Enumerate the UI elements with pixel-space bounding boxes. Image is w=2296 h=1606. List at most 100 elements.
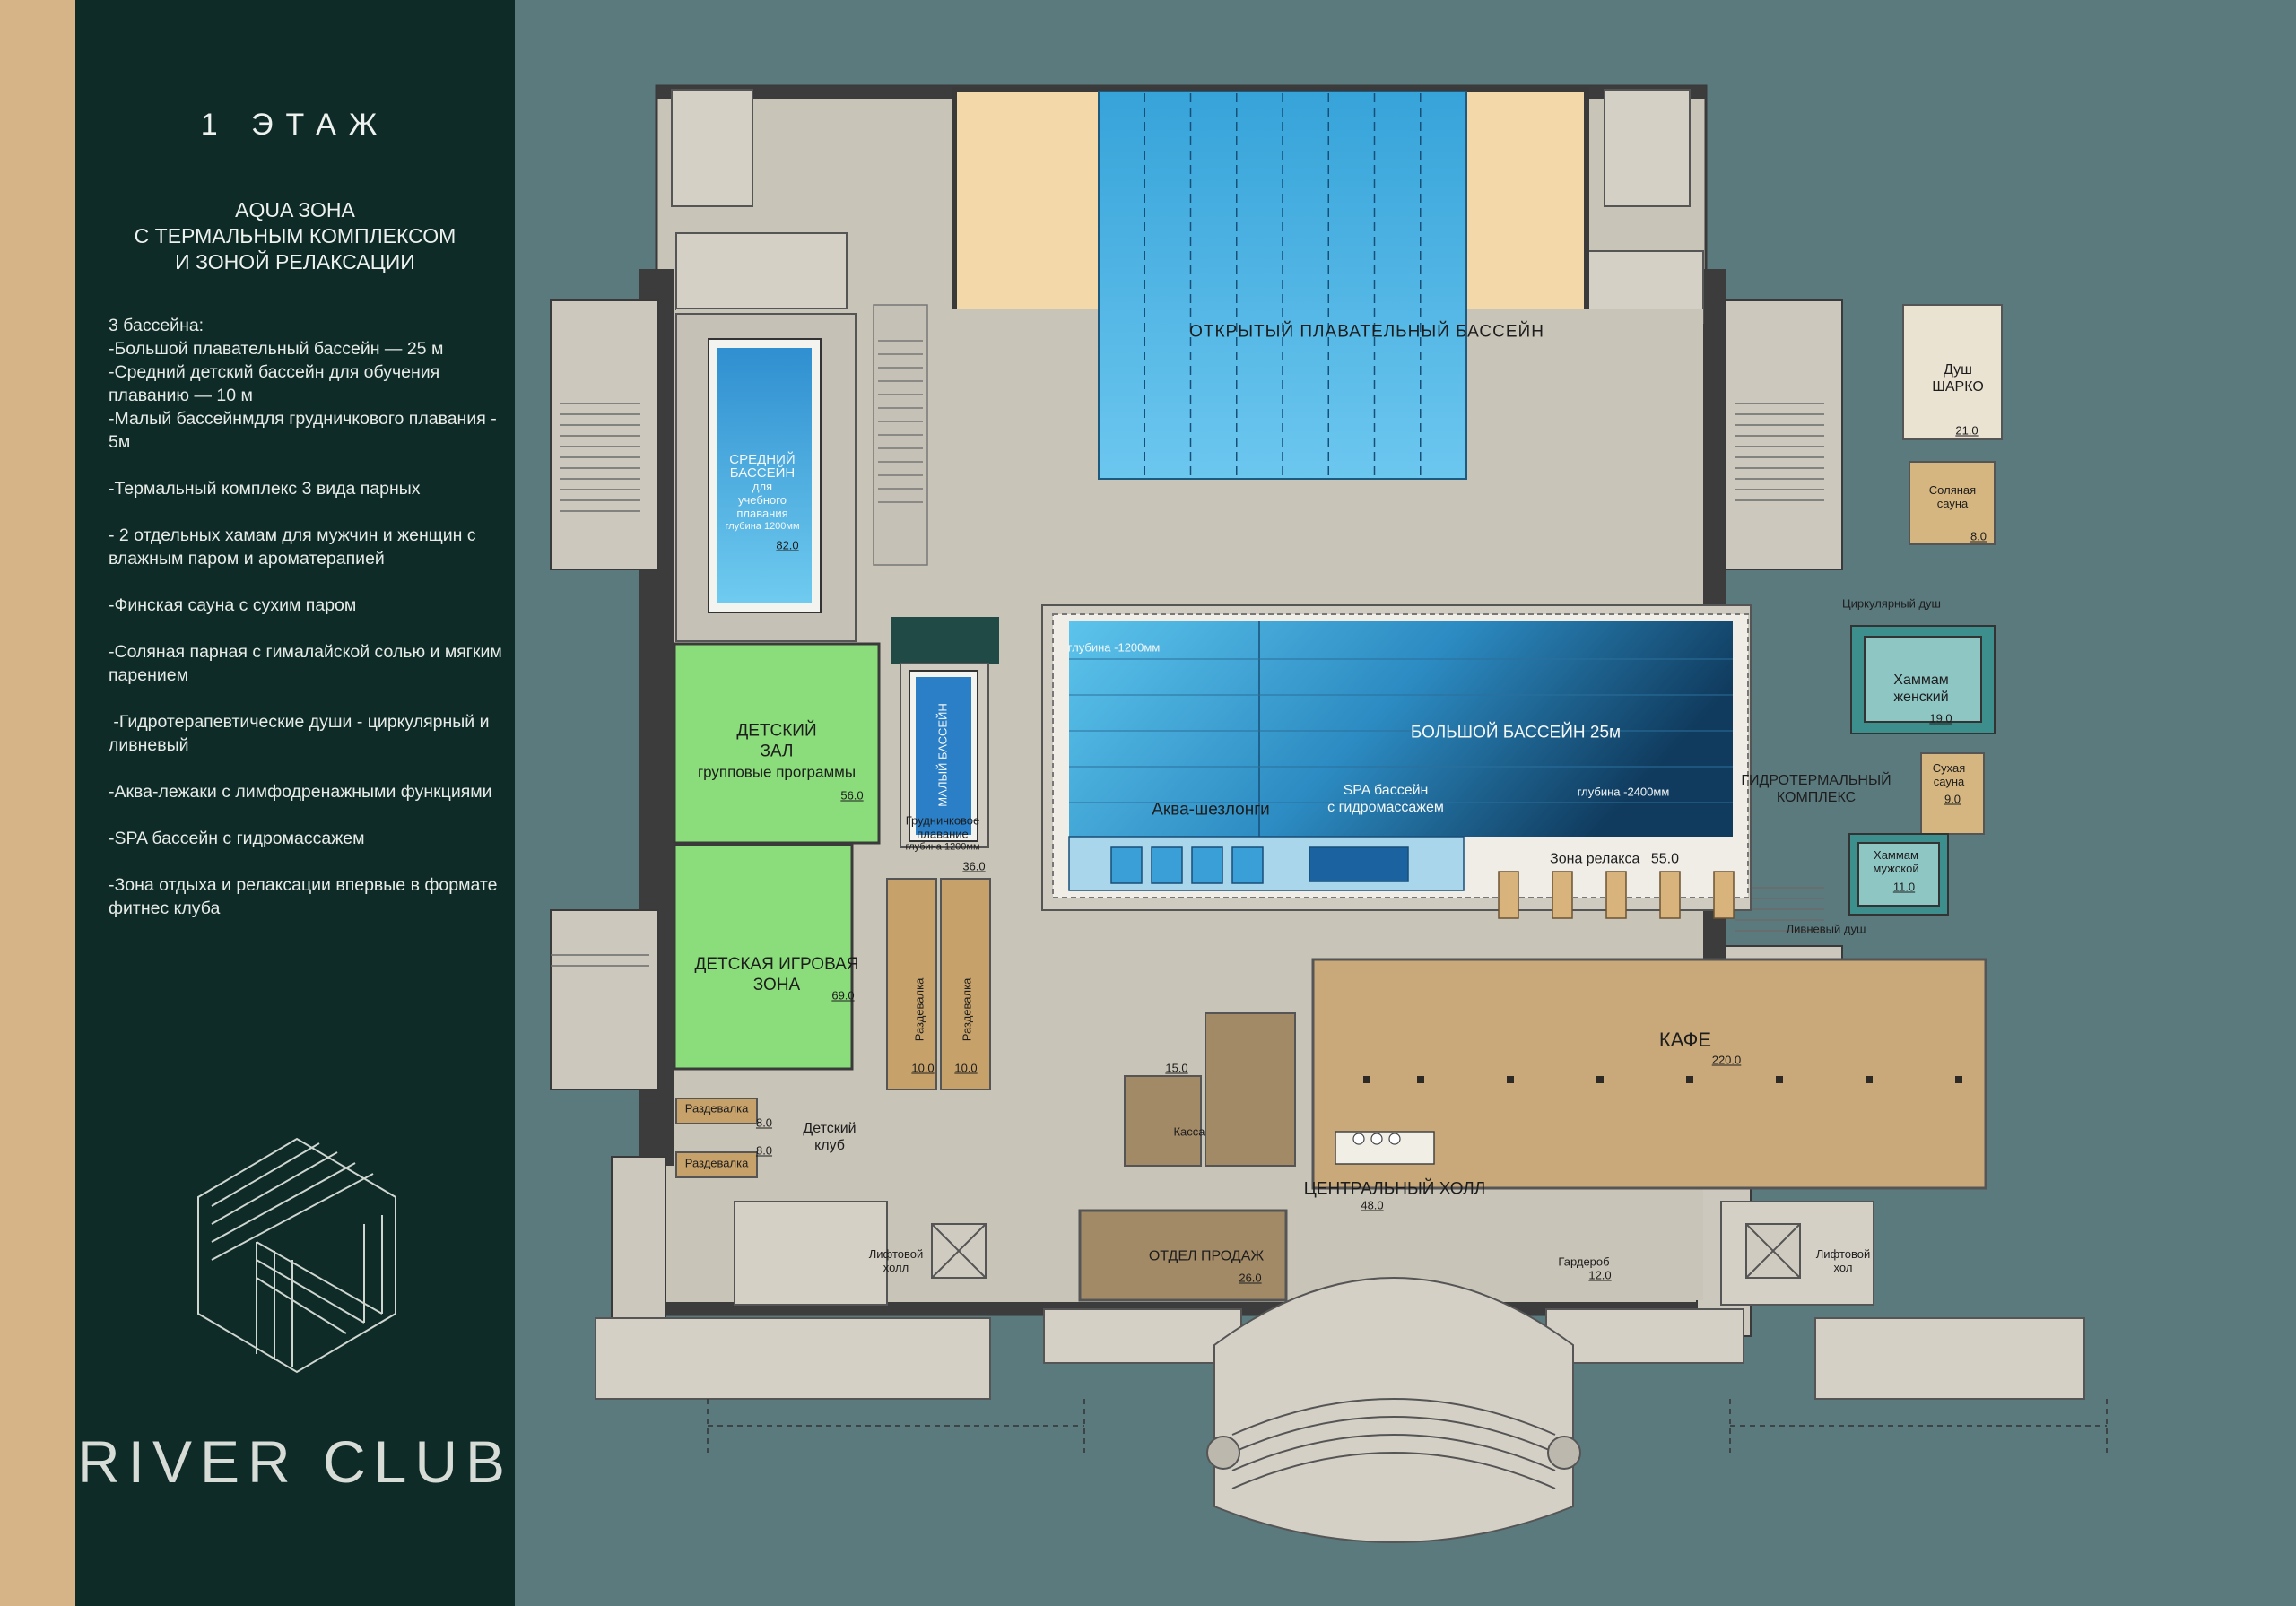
kids-locker-2-label: Раздевалка bbox=[684, 1156, 749, 1170]
small-pool-label: МАЛЫЙ БАССЕЙН bbox=[935, 703, 950, 807]
wing-stairs bbox=[551, 403, 1824, 967]
hammam-m-line: мужской bbox=[1873, 862, 1919, 875]
kassa-label: Касса bbox=[1173, 1124, 1205, 1139]
sales-area: 26.0 bbox=[1239, 1271, 1262, 1285]
river-club-logo bbox=[197, 1137, 396, 1374]
kids-locker-2-area: 8.0 bbox=[755, 1143, 773, 1158]
kids-hall-area: 56.0 bbox=[840, 788, 864, 803]
hammam-f-area: 19.0 bbox=[1929, 711, 1952, 725]
sales-office bbox=[1078, 1209, 1288, 1302]
mid-pool-line: учебного bbox=[738, 493, 787, 507]
mid-pool-line: плавания bbox=[736, 507, 788, 520]
locker-rooms bbox=[675, 878, 991, 1178]
stair-mid bbox=[873, 304, 928, 566]
feature-item: -SPA бассейн с гидромассажем bbox=[109, 829, 365, 848]
infant-depth: глубина 1200мм bbox=[905, 841, 980, 853]
corner-room-ne bbox=[1604, 89, 1691, 207]
locker-left-area: 10.0 bbox=[911, 1061, 935, 1075]
kids-hall-line: ДЕТСКИЙ bbox=[736, 721, 817, 741]
kids-club-label: Детский клуб bbox=[803, 1120, 856, 1154]
kids-hall-line: ЗАЛ bbox=[760, 742, 794, 761]
zone-title: AQUA ЗОНА С ТЕРМАЛЬНЫМ КОМПЛЕКСОМ И ЗОНО… bbox=[75, 197, 515, 275]
sharko-line: Душ bbox=[1943, 362, 1973, 378]
hammam-m-label: Хаммам мужской bbox=[1873, 848, 1918, 875]
small-pool-tile bbox=[891, 617, 999, 664]
lift-hall-right-line: хол bbox=[1833, 1261, 1853, 1274]
dry-sauna-line: Сухая bbox=[1932, 761, 1966, 775]
kids-club-line: клуб bbox=[814, 1138, 845, 1153]
salt-sauna-line: Соляная bbox=[1928, 483, 1977, 497]
aqua-lounger bbox=[1231, 846, 1264, 884]
dry-sauna-line: сауна bbox=[1933, 775, 1965, 788]
salt-sauna-area: 8.0 bbox=[1970, 529, 1987, 543]
kids-hall bbox=[673, 642, 881, 845]
infant-area: 36.0 bbox=[962, 859, 986, 873]
salt-sauna-line: сауна bbox=[1936, 497, 1969, 510]
locker-right-label: Раздевалка bbox=[960, 977, 974, 1042]
mid-pool-area: 82.0 bbox=[776, 538, 799, 552]
feature-item: -Термальный комплекс 3 вида парных bbox=[109, 479, 421, 499]
feature-item: -Гидротерапевтические души - циркулярный… bbox=[109, 712, 494, 755]
accent-strip bbox=[0, 0, 75, 1606]
cafe-columns bbox=[1335, 1076, 1962, 1165]
feature-item: -Финская сауна с сухим паром bbox=[109, 595, 357, 615]
entrance-dashes bbox=[707, 1399, 2108, 1453]
central-hall-title: ЦЕНТРАЛЬНЫЙ ХОЛЛ bbox=[1303, 1179, 1486, 1199]
big-pool-title: БОЛЬШОЙ БАССЕЙН 25м bbox=[1410, 723, 1622, 742]
big-pool-water bbox=[1069, 621, 1733, 837]
cafe-column bbox=[1363, 1076, 1370, 1083]
hammam-m-line: Хаммам bbox=[1874, 848, 1918, 862]
floor-title: 1 ЭТАЖ bbox=[200, 108, 390, 142]
kids-club-line: Детский bbox=[803, 1121, 857, 1136]
mid-pool-label: СРЕДНИЙ БАССЕЙН для учебного плавания гл… bbox=[725, 453, 799, 534]
big-pool-depth-shallow: глубина -1200мм bbox=[1067, 640, 1161, 655]
aqua-loungers-label: Аква-шезлонги bbox=[1152, 800, 1270, 820]
big-pool-water bbox=[1068, 621, 1733, 891]
lift-hall-left-line: Лифтовой bbox=[868, 1247, 924, 1261]
small-pool-water bbox=[909, 670, 978, 842]
sharko-line: ШАРКО bbox=[1932, 379, 1984, 395]
cafe-title: КАФЕ bbox=[1658, 1029, 1712, 1051]
wardrobe-title: Гардероб bbox=[1558, 1254, 1610, 1269]
feature-item: -Аква-лежаки с лимфодренажными функциями bbox=[109, 782, 492, 802]
reception-chair bbox=[1352, 1133, 1365, 1145]
lift-hall-right-label: Лифтовой хол bbox=[1816, 1247, 1871, 1274]
cafe-column bbox=[1776, 1076, 1783, 1083]
brand-name: RIVER CLUB bbox=[76, 1428, 514, 1495]
hydro-label: ГИДРОТЕРМАЛЬНЫЙ КОМПЛЕКС bbox=[1741, 772, 1891, 806]
relax-label: Зона релакса 55.0 bbox=[1550, 851, 1679, 868]
floor-plan-drawing bbox=[550, 84, 2108, 1543]
hydro-line: ГИДРОТЕРМАЛЬНЫЙ bbox=[1741, 773, 1892, 788]
stair-room-nw bbox=[675, 232, 848, 310]
zone-title-line: С ТЕРМАЛЬНЫМ КОМПЛЕКСОМ bbox=[134, 224, 457, 247]
spa-pool-line: SPA бассейн bbox=[1343, 783, 1429, 798]
cafe-column bbox=[1866, 1076, 1873, 1083]
floor-plan: ОТКРЫТЫЙ ПЛАВАТЕЛЬНЫЙ БАССЕЙН СРЕДНИЙ БА… bbox=[515, 0, 2296, 1606]
feature-list: 3 бассейна: -Большой плавательный бассей… bbox=[109, 314, 503, 920]
small-pool-water bbox=[916, 677, 971, 835]
feature-item: 3 бассейна: bbox=[109, 316, 204, 335]
kids-locker-1-area: 8.0 bbox=[755, 1116, 773, 1130]
mid-pool-line: БАССЕЙН bbox=[729, 465, 796, 481]
sharko-area: 21.0 bbox=[1955, 423, 1979, 438]
cafe-column bbox=[1507, 1076, 1514, 1083]
cafe bbox=[1311, 958, 1987, 1190]
hammam-f-label: Хаммам женский bbox=[1893, 672, 1948, 706]
lift-hall-left-label: Лифтовой холл bbox=[869, 1247, 924, 1274]
feature-item: -Малый бассейнмдля грудничкового плавани… bbox=[109, 409, 502, 452]
cafe-column bbox=[1955, 1076, 1962, 1083]
kids-play-line: ЗОНА bbox=[752, 976, 801, 994]
central-hall-area: 48.0 bbox=[1361, 1198, 1384, 1212]
lift-hall-left-line: холл bbox=[883, 1261, 909, 1274]
dry-sauna-label: Сухая сауна bbox=[1933, 761, 1966, 788]
zone-title-line: AQUA ЗОНА bbox=[235, 198, 355, 221]
open-pool-water bbox=[1098, 91, 1467, 480]
hydro-complex bbox=[1848, 304, 2003, 916]
zone-title-line: И ЗОНОЙ РЕЛАКСАЦИИ bbox=[175, 250, 415, 273]
aqua-lounger bbox=[1110, 846, 1143, 884]
cafe-column bbox=[1596, 1076, 1604, 1083]
reception-chair bbox=[1370, 1133, 1383, 1145]
mid-pool-water bbox=[708, 338, 822, 613]
relax-area: 55.0 bbox=[1650, 851, 1679, 867]
sharko-label: Душ ШАРКО bbox=[1932, 361, 1984, 395]
